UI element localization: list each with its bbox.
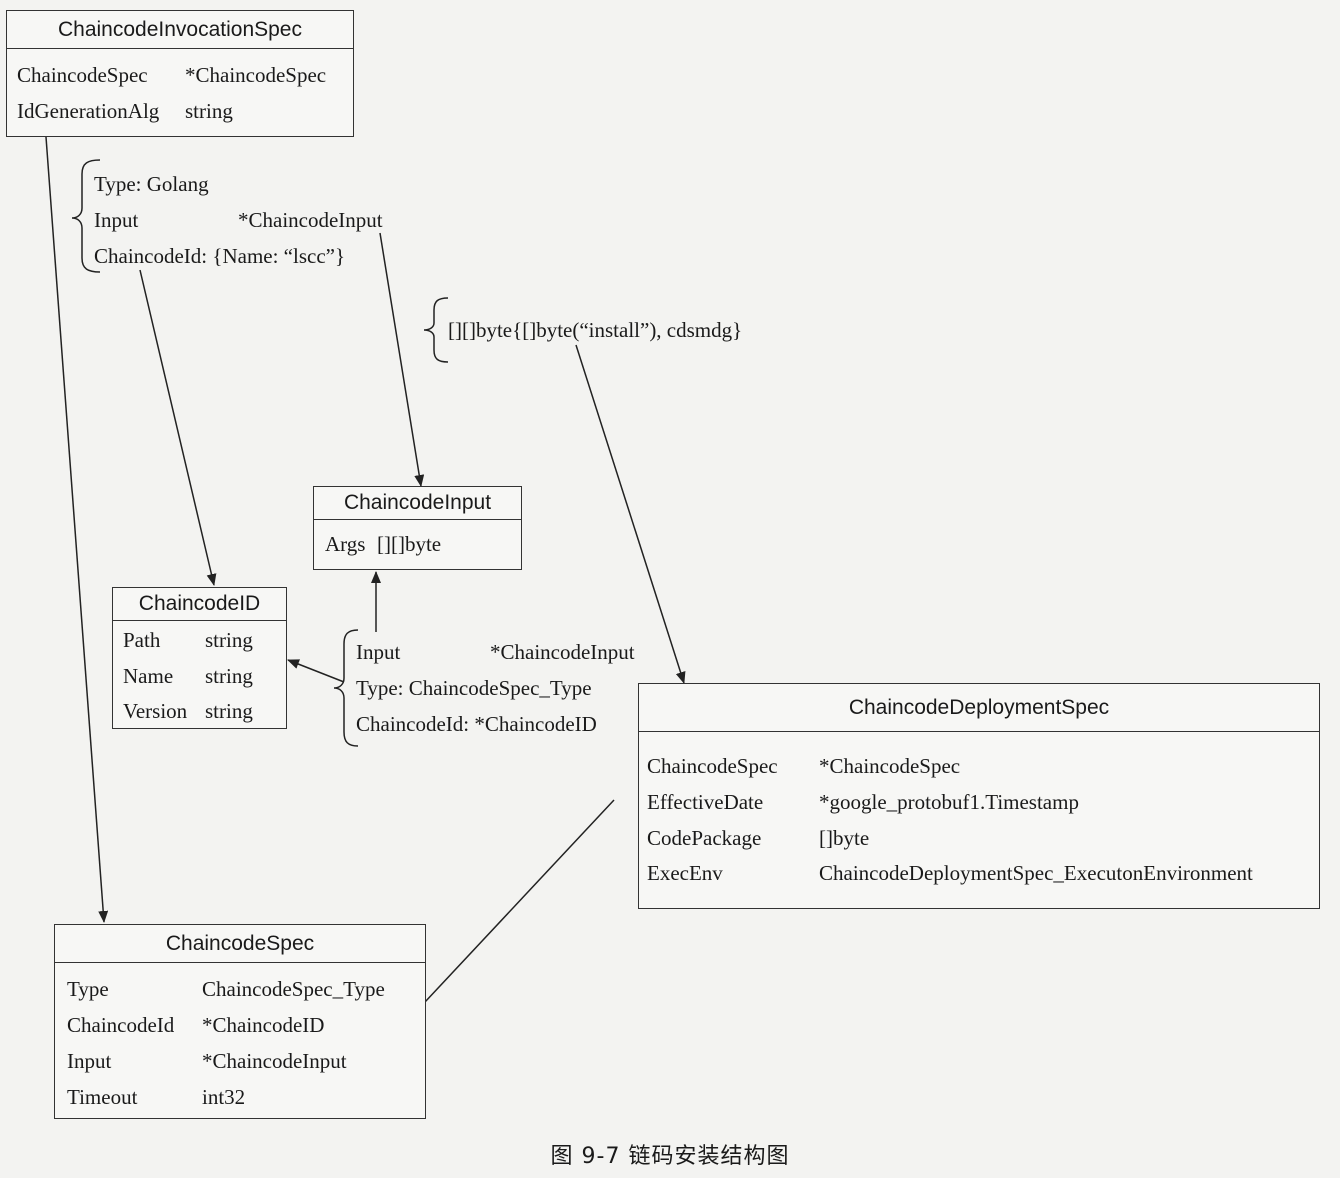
arrow-args-to-deployment [575,344,686,684]
field-name: ChaincodeSpec [647,754,778,778]
field-type: string [205,699,253,723]
field-name: ChaincodeSpec [17,63,148,87]
field-name: CodePackage [647,826,762,850]
field-type: []byte [819,826,870,850]
field-name: EffectiveDate [647,790,764,814]
chaincode-spec-box: ChaincodeSpec Type ChaincodeSpec_Type Ch… [54,924,426,1119]
spec-literal-type: Type: Golang [94,172,209,196]
chaincode-invocation-spec-box: ChaincodeInvocationSpec ChaincodeSpec *C… [6,10,354,137]
field-name: ExecEnv [647,861,723,885]
middle-literal-input-type: *ChaincodeInput [490,640,635,664]
connector-spec-to-deployment [424,799,615,1003]
arrow-middle-to-chaincodeid [287,659,345,683]
chaincode-input-box: ChaincodeInput Args [][]byte [313,486,522,570]
field-name: Input [67,1049,112,1073]
field-type: string [205,628,253,652]
brace-spec-literal [71,159,101,273]
field-name: ChaincodeId [67,1013,175,1037]
arrow-invocation-to-spec [45,136,109,923]
field-type: int32 [202,1085,246,1109]
field-name: Args [325,532,366,556]
brace-middle-literal [333,629,359,747]
chaincode-id-box: ChaincodeID Path string Name string Vers… [112,587,287,729]
box-title: ChaincodeInput [314,487,521,520]
field-name: Name [123,664,174,688]
field-type: ChaincodeSpec_Type [202,977,385,1001]
field-type: *google_protobuf1.Timestamp [819,790,1079,814]
field-type: string [185,99,233,123]
field-name: Version [123,699,188,723]
box-title: ChaincodeInvocationSpec [7,11,353,49]
field-type: ChaincodeDeploymentSpec_ExecutonEnvironm… [819,861,1253,885]
middle-literal-input-field: Input [356,640,401,664]
spec-literal-id: ChaincodeId: {Name: “lscc”} [94,244,346,268]
field-name: Path [123,628,161,652]
field-type: *ChaincodeSpec [819,754,961,778]
figure-caption: 图 9-7 链码安装结构图 [550,1144,790,1169]
middle-literal-id: ChaincodeId: *ChaincodeID [356,712,597,736]
box-title: ChaincodeDeploymentSpec [639,684,1319,732]
middle-literal-type: Type: ChaincodeSpec_Type [356,676,592,700]
field-name: Timeout [67,1085,138,1109]
box-title: ChaincodeSpec [55,925,425,963]
box-title: ChaincodeID [113,588,286,621]
field-type: *ChaincodeID [202,1013,325,1037]
field-type: [][]byte [377,532,442,556]
spec-literal-input-field: Input [94,208,139,232]
spec-literal-input-type: *ChaincodeInput [238,208,383,232]
arrow-literal-to-input [379,232,425,487]
args-literal: [][]byte{[]byte(“install”), cdsmdg} [448,318,743,342]
chaincode-deployment-spec-box: ChaincodeDeploymentSpec ChaincodeSpec *C… [638,683,1320,909]
field-type: string [205,664,253,688]
brace-args-literal [423,297,449,363]
field-name: IdGenerationAlg [17,99,160,123]
field-name: Type [67,977,109,1001]
field-type: *ChaincodeInput [202,1049,347,1073]
arrow-literal-to-chaincodeid [139,269,217,586]
field-type: *ChaincodeSpec [185,63,327,87]
